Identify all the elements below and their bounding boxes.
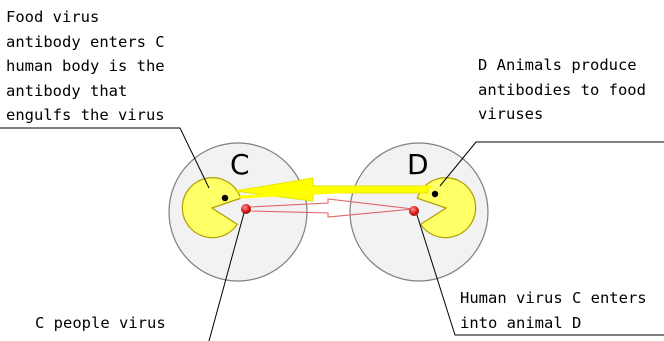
antibody-pacman-c	[181, 177, 242, 239]
text-line: antibody enters C	[6, 32, 165, 51]
text-line: viruses	[478, 105, 544, 123]
leader-line-top-right	[439, 141, 664, 187]
antibody-transfer-line	[239, 185, 433, 199]
leader-line-bottom-right	[416, 214, 664, 336]
text-c-people-virus: C people virus	[35, 314, 166, 332]
text-line: human body is the	[6, 57, 165, 75]
antibody-eye-c	[221, 194, 229, 202]
text-line: antibody that	[6, 81, 128, 100]
text-line: D Animals produce	[478, 56, 637, 74]
label-circle-d: D	[407, 148, 429, 181]
virus-d	[409, 206, 419, 216]
antibody-eye-d	[431, 190, 439, 198]
text-line: engulfs the virus	[6, 106, 165, 124]
antibody-pacman-d	[416, 177, 477, 239]
virus-transfer-arrow	[249, 198, 414, 218]
text-line: antibodies to food	[478, 80, 646, 99]
label-circle-c: C	[230, 148, 250, 181]
animal-body-circle-d	[349, 142, 489, 282]
virus-c	[241, 204, 251, 214]
leader-line-top-left	[0, 127, 210, 189]
text-human-virus-enters-animal: Human virus C enters into animal D	[460, 286, 647, 335]
text-food-virus-antibody: Food virus antibody enters C human body …	[6, 5, 165, 128]
text-line: Human virus C enters	[460, 289, 647, 307]
text-line: into animal D	[460, 313, 582, 332]
text-line: Food virus	[6, 8, 100, 26]
text-animals-produce-antibodies: D Animals produce antibodies to food vir…	[478, 53, 646, 127]
leader-line-bottom-left	[208, 212, 245, 341]
